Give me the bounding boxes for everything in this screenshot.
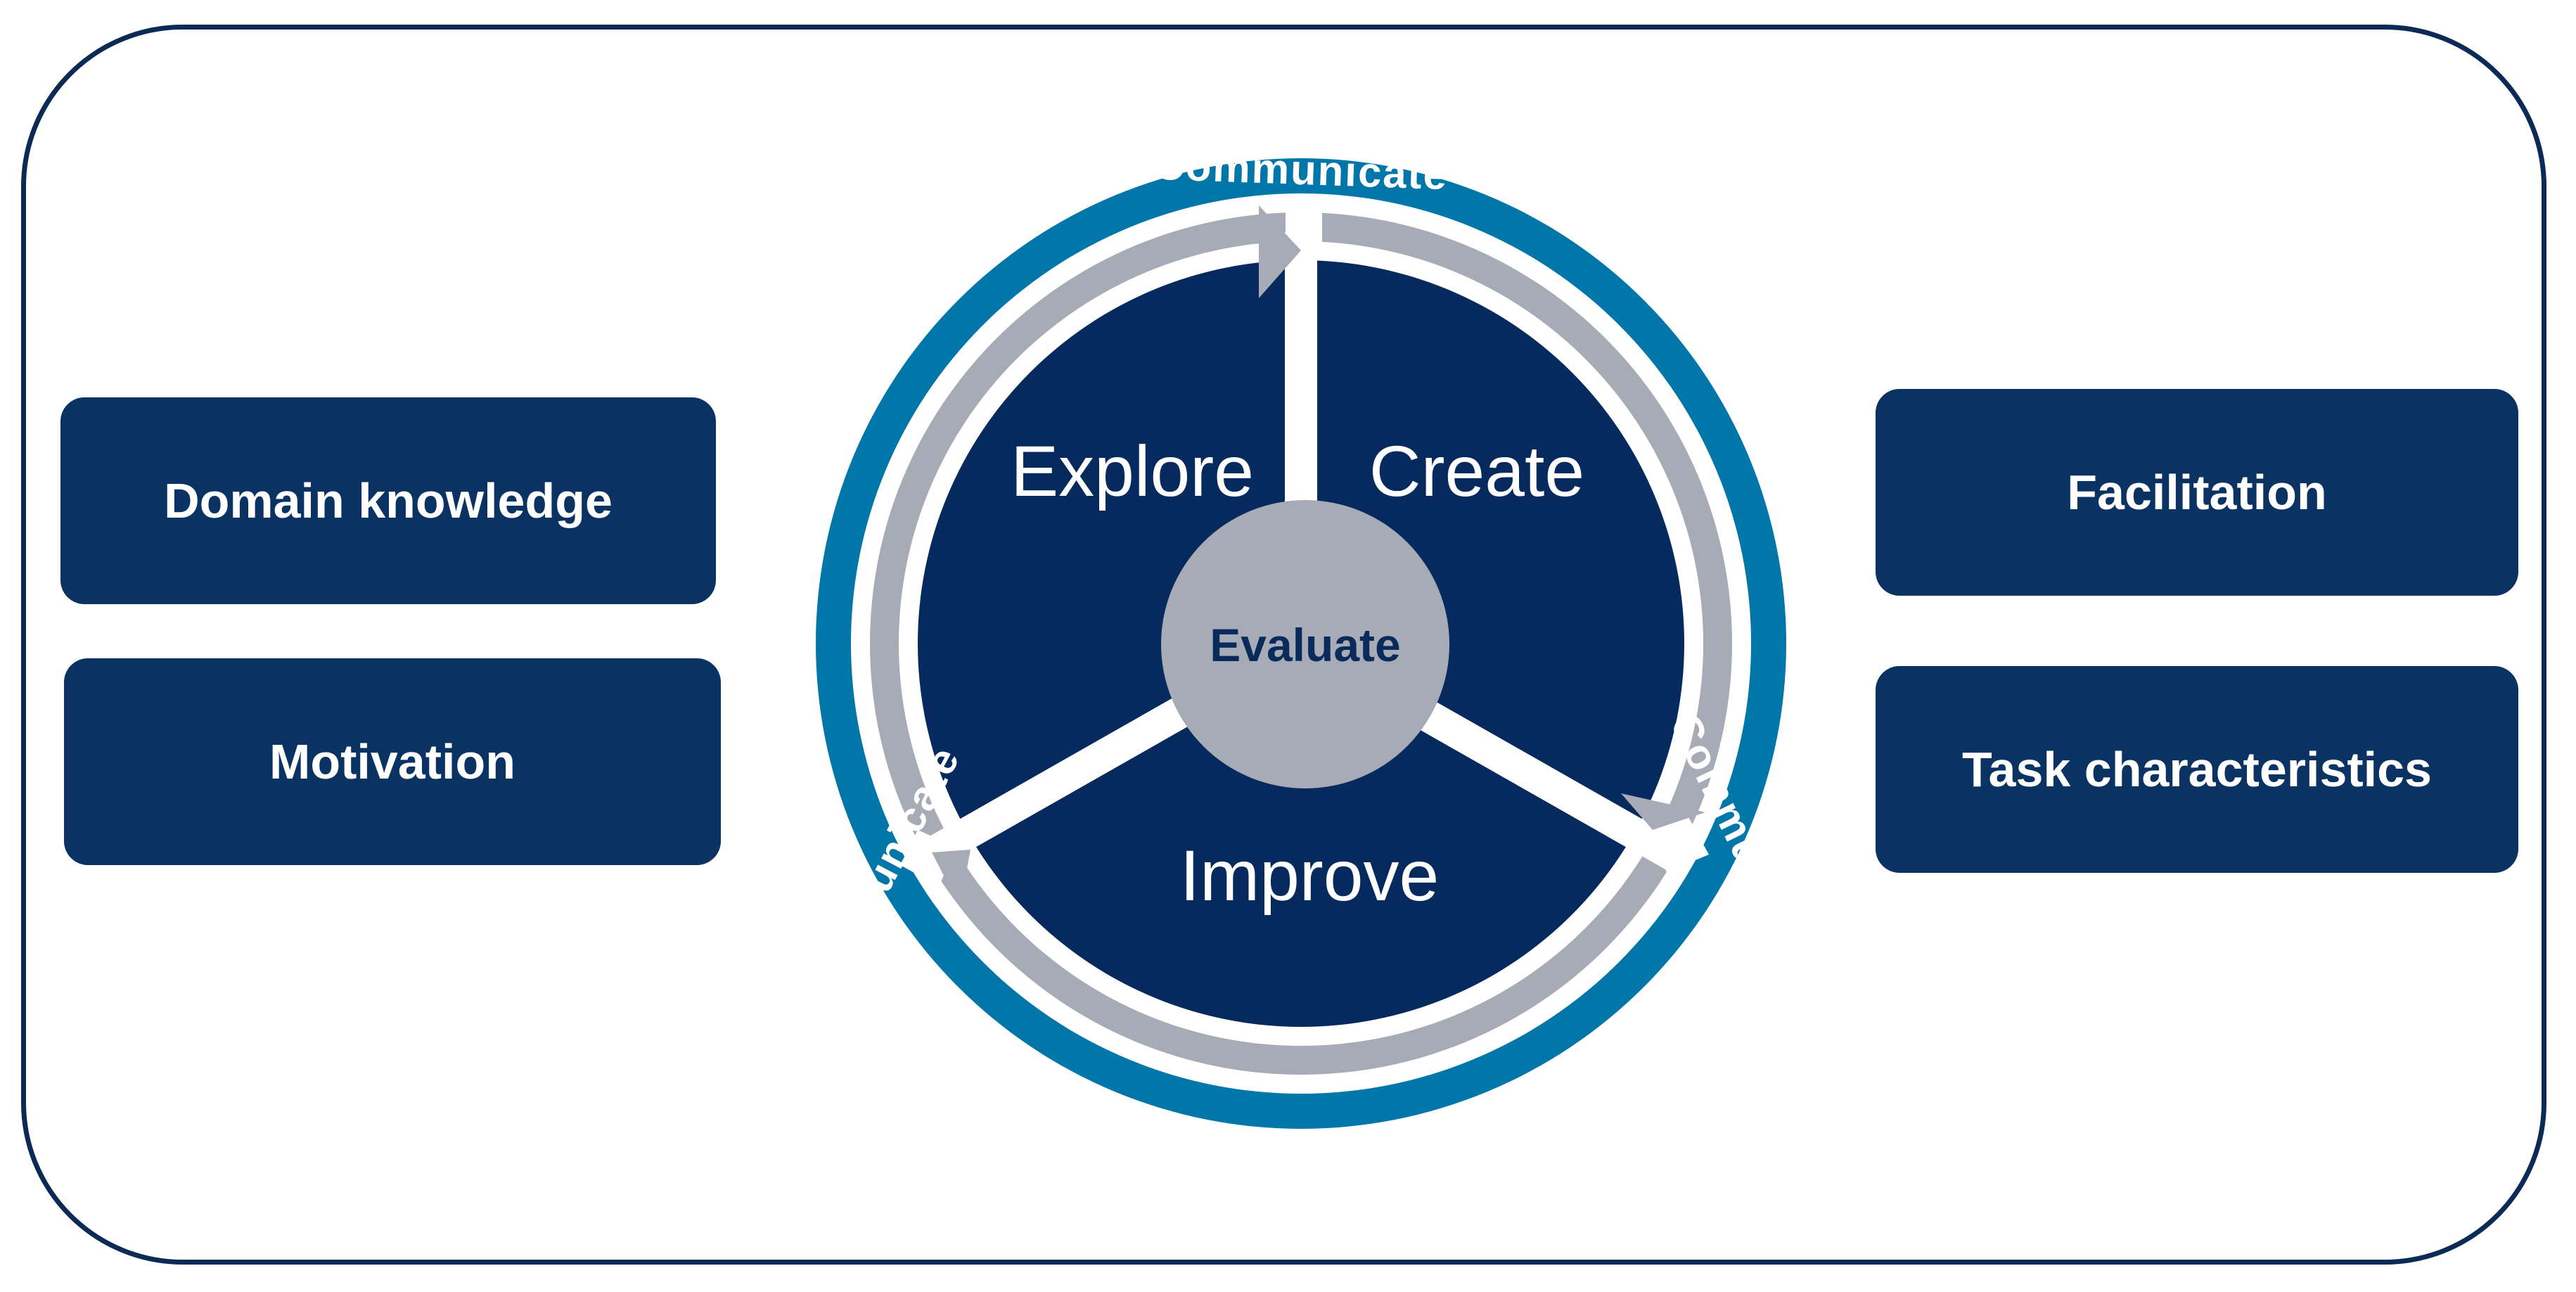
arrow-head-right-icon — [1621, 793, 1705, 830]
factor-domain-knowledge-label: Domain knowledge — [164, 473, 613, 528]
factor-task-characteristics-label: Task characteristics — [1961, 742, 2432, 797]
segment-create-label: Create — [1369, 431, 1584, 511]
arrow-head-left-icon — [932, 850, 970, 907]
evaluate-label: Evaluate — [1210, 619, 1400, 671]
factor-facilitation: Facilitation — [1876, 389, 2518, 596]
ring-label-top: Communicate — [1153, 141, 1449, 199]
arrow-head-top-icon — [1259, 205, 1301, 298]
factor-motivation: Motivation — [64, 658, 721, 865]
evaluate-circle — [1161, 500, 1449, 788]
factor-domain-knowledge: Domain knowledge — [60, 397, 716, 604]
arrow-gap-right — [1646, 816, 1709, 872]
segment-improve-label: Improve — [1180, 836, 1439, 916]
factor-motivation-label: Motivation — [269, 734, 515, 789]
arrow-gap-top — [1286, 208, 1322, 253]
segment-explore-label: Explore — [1011, 431, 1254, 511]
factor-facilitation-label: Facilitation — [2067, 465, 2327, 520]
factor-task-characteristics: Task characteristics — [1876, 666, 2518, 873]
